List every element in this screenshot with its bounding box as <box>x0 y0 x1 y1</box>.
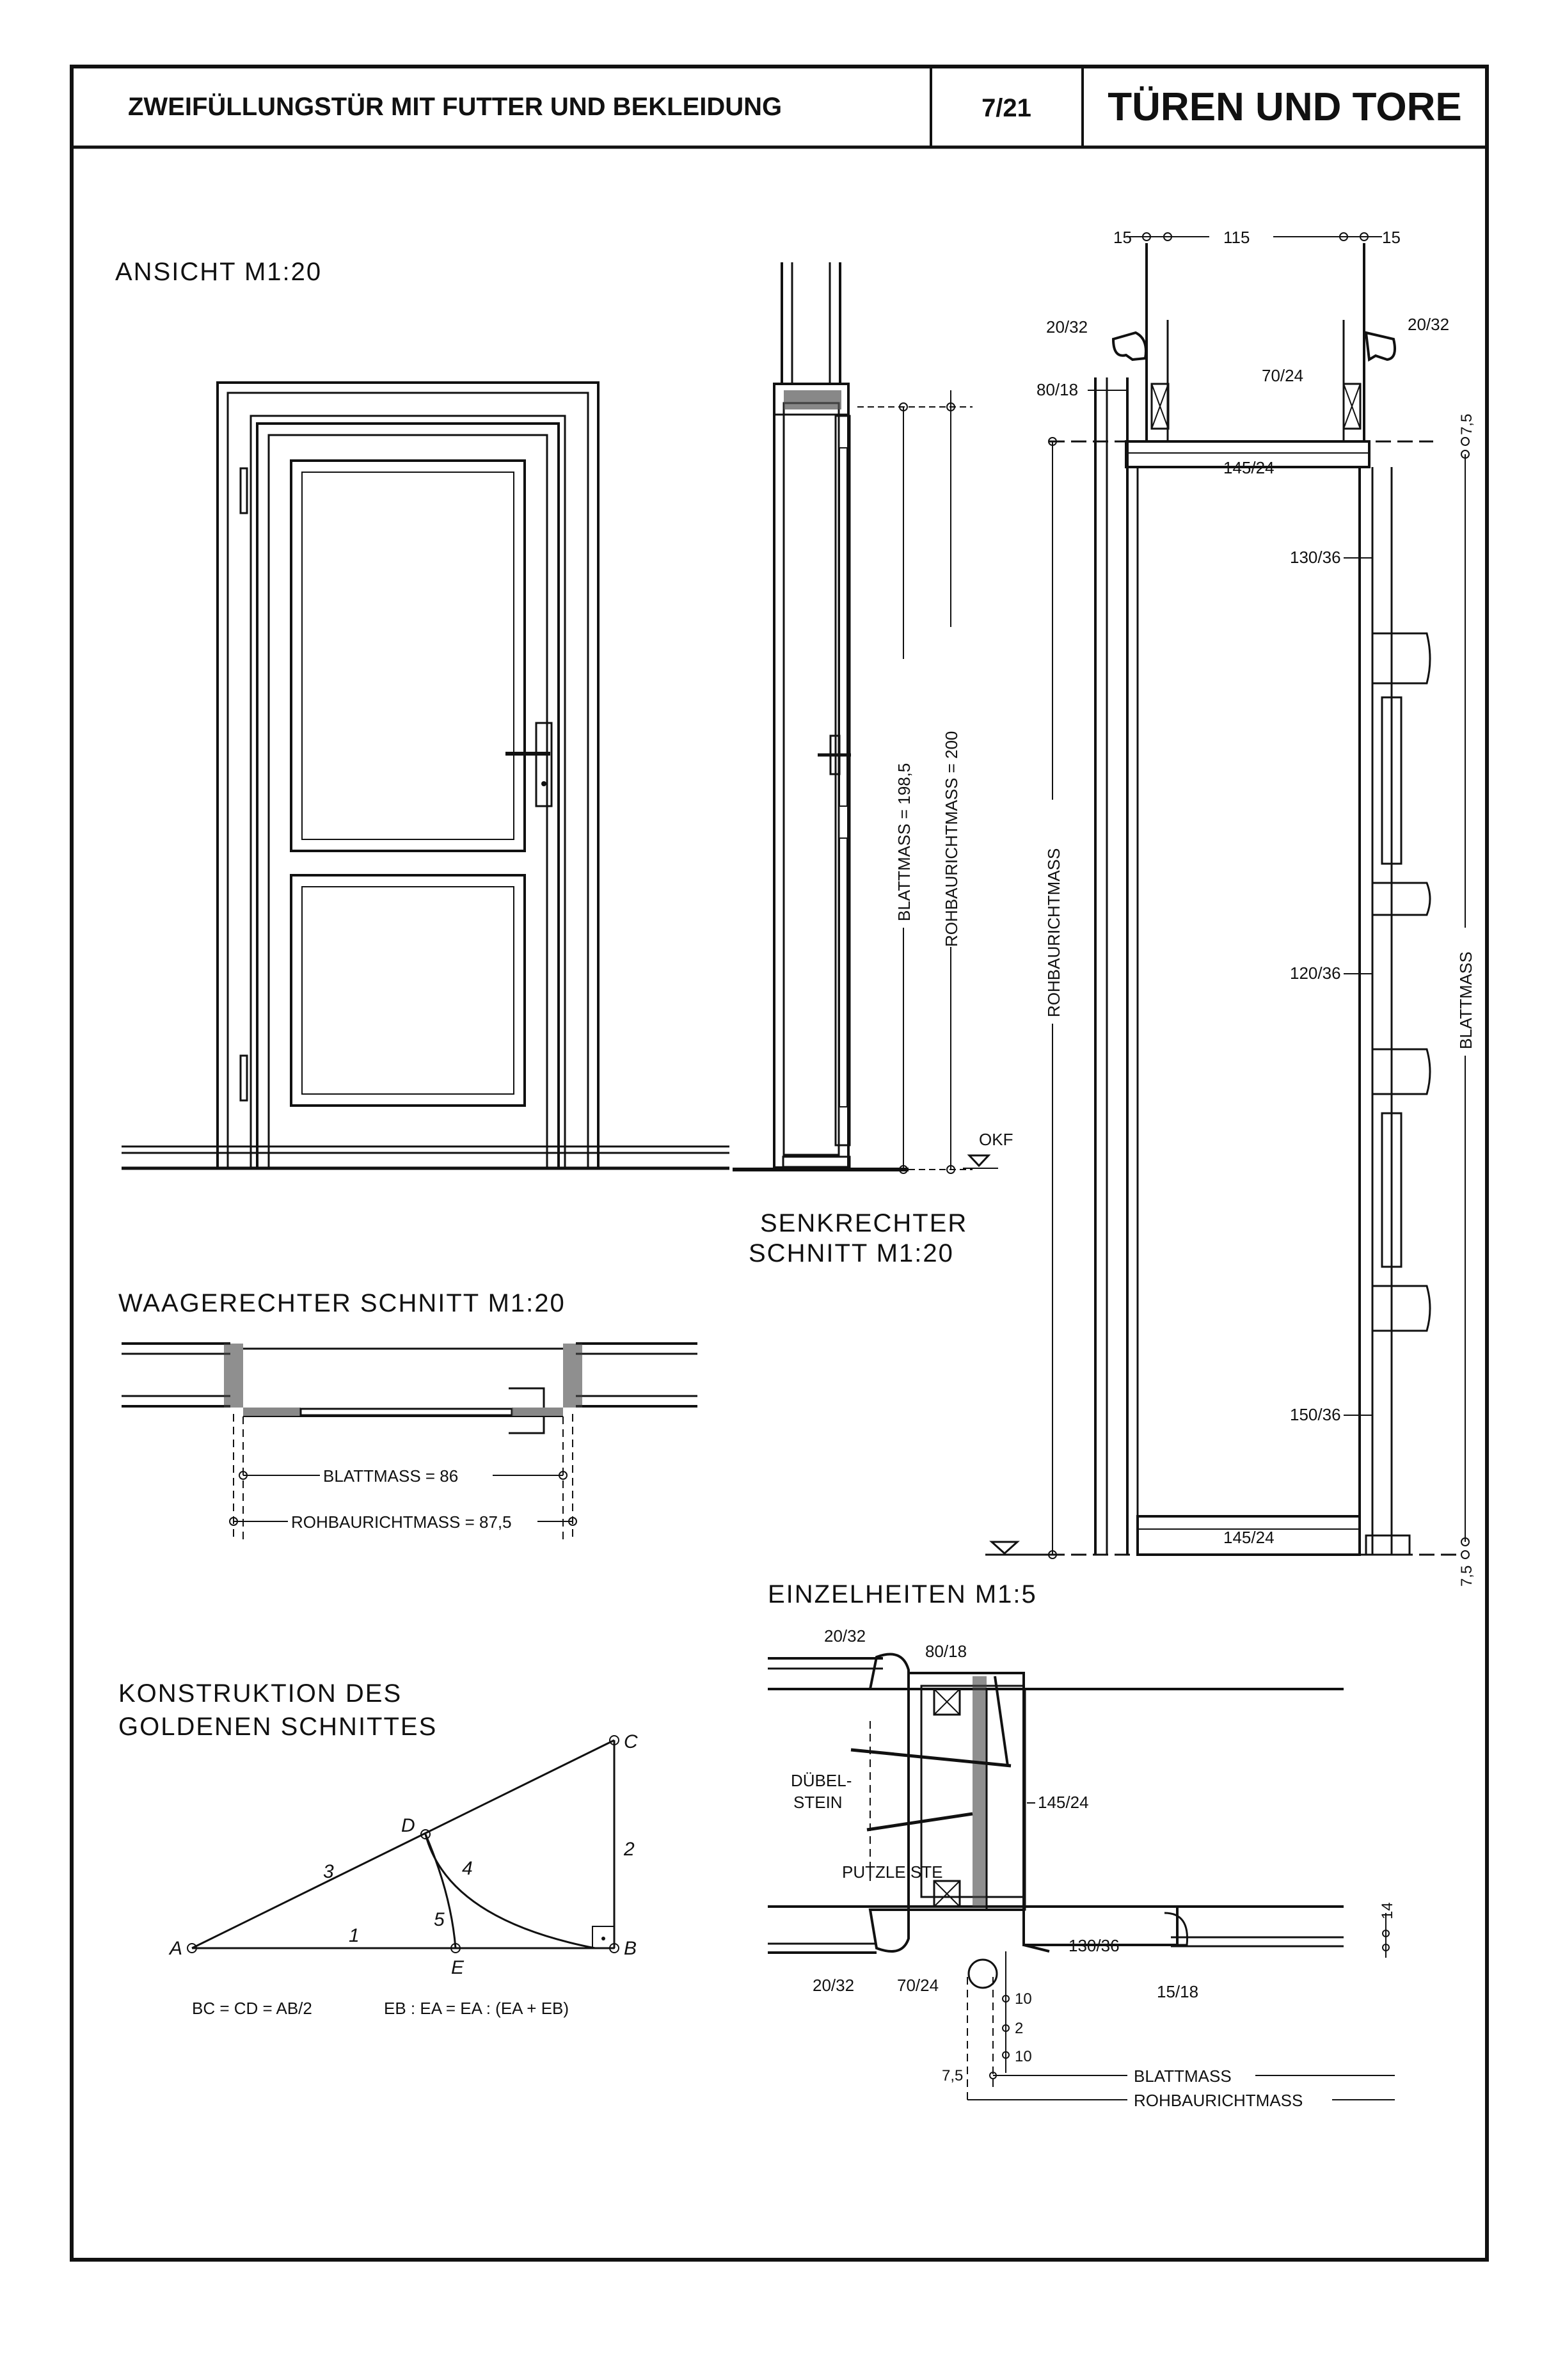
formula-1: BC = CD = AB/2 <box>192 1999 312 2018</box>
lbl-duebel-2: STEIN <box>793 1793 843 1812</box>
details-title: EINZELHEITEN M1:5 <box>768 1580 1037 1608</box>
point-b: B <box>624 1938 637 1959</box>
lbl-150-36: 150/36 <box>1290 1405 1341 1424</box>
lbl-20-32-right: 20/32 <box>1408 315 1449 334</box>
point-d: D <box>401 1815 415 1836</box>
det-145-24: 145/24 <box>1038 1793 1089 1812</box>
horizontal-section: WAAGERECHTER SCHNITT M1:20 BLAT <box>118 1289 697 1542</box>
det-70-24: 70/24 <box>897 1976 939 1995</box>
det-14: 14 <box>1379 1902 1396 1919</box>
lbl-20-32-left: 20/32 <box>1046 317 1088 337</box>
seg-5: 5 <box>434 1909 445 1930</box>
big-blatt: BLATTMASS <box>1456 951 1475 1049</box>
vs-rohbau: ROHBAURICHTMASS = 200 <box>942 731 961 947</box>
det-dim-2: 2 <box>1015 2020 1023 2037</box>
golden-title-1: KONSTRUKTION DES <box>118 1679 402 1708</box>
det-130-36: 130/36 <box>1068 1936 1120 1955</box>
dim-15-right: 15 <box>1382 228 1401 247</box>
dim-15-left: 15 <box>1113 228 1132 247</box>
lbl-130-36: 130/36 <box>1290 548 1341 567</box>
details-view: EINZELHEITEN M1:5 DÜBEL- STEIN <box>768 1580 1396 2110</box>
formula-2: EB : EA = EA : (EA + EB) <box>384 1999 569 2018</box>
vertical-section: BLATTMASS = 198,5 ROHBAURICHTMASS = 200 … <box>733 262 1013 1267</box>
lbl-80-18: 80/18 <box>1037 380 1078 399</box>
det-20-32-bottom: 20/32 <box>813 1976 854 1995</box>
det-dim-10b: 10 <box>1015 2048 1032 2065</box>
vs-title-1: SENKRECHTER <box>760 1209 967 1237</box>
dim-75-bottom: 7,5 <box>1458 1566 1475 1587</box>
dim-75-top: 7,5 <box>1458 414 1475 435</box>
lbl-145-24-top: 145/24 <box>1223 458 1275 477</box>
lbl-putzleiste: PUTZLEISTE <box>842 1862 942 1882</box>
elevation-view: ANSICHT M1:20 <box>115 258 729 1170</box>
lbl-145-24-bottom: 145/24 <box>1223 1528 1275 1547</box>
det-20-32-top: 20/32 <box>824 1626 866 1646</box>
hs-blattmass: BLATTMASS = 86 <box>323 1466 458 1486</box>
large-section: 15 115 15 <box>985 227 1475 1587</box>
det-15-18: 15/18 <box>1157 1982 1198 2001</box>
hs-rohbau: ROHBAURICHTMASS = 87,5 <box>291 1512 512 1532</box>
sheet-title: ZWEIFÜLLUNGSTÜR MIT FUTTER UND BEKLEIDUN… <box>128 92 782 121</box>
det-blattmass: BLATTMASS <box>1134 2067 1232 2086</box>
point-e: E <box>451 1957 465 1978</box>
big-rohbau: ROHBAURICHTMASS <box>1044 848 1063 1017</box>
golden-title-2: GOLDENEN SCHNITTES <box>118 1713 437 1741</box>
point-a: A <box>168 1938 182 1959</box>
golden-section: KONSTRUKTION DES GOLDENEN SCHNITTES A B … <box>118 1679 638 2018</box>
det-rohbau: ROHBAURICHTMASS <box>1134 2091 1303 2110</box>
dim-115: 115 <box>1223 228 1250 247</box>
elevation-title: ANSICHT M1:20 <box>115 258 322 286</box>
det-dim-10a: 10 <box>1015 1990 1032 2008</box>
sheet-number: 7/21 <box>981 94 1031 122</box>
okf-label: OKF <box>979 1130 1013 1149</box>
title-block: ZWEIFÜLLUNGSTÜR MIT FUTTER UND BEKLEIDUN… <box>72 67 1487 149</box>
seg-1: 1 <box>349 1925 360 1946</box>
hs-title: WAAGERECHTER SCHNITT M1:20 <box>118 1289 566 1317</box>
section-title: TÜREN UND TORE <box>1108 85 1461 129</box>
vs-blattmass: BLATTMASS = 198,5 <box>894 763 914 921</box>
seg-3: 3 <box>323 1861 334 1882</box>
lbl-70-24: 70/24 <box>1262 366 1303 385</box>
det-80-18: 80/18 <box>925 1642 967 1661</box>
seg-4: 4 <box>462 1858 473 1879</box>
lbl-duebel-1: DÜBEL- <box>791 1771 852 1790</box>
point-c: C <box>624 1731 638 1752</box>
sheet-frame <box>70 65 1489 2262</box>
seg-2: 2 <box>623 1839 635 1860</box>
det-dim-75: 7,5 <box>942 2067 963 2084</box>
head-block <box>784 390 841 409</box>
lbl-120-36: 120/36 <box>1290 964 1341 983</box>
vs-title-2: SCHNITT M1:20 <box>749 1239 954 1267</box>
